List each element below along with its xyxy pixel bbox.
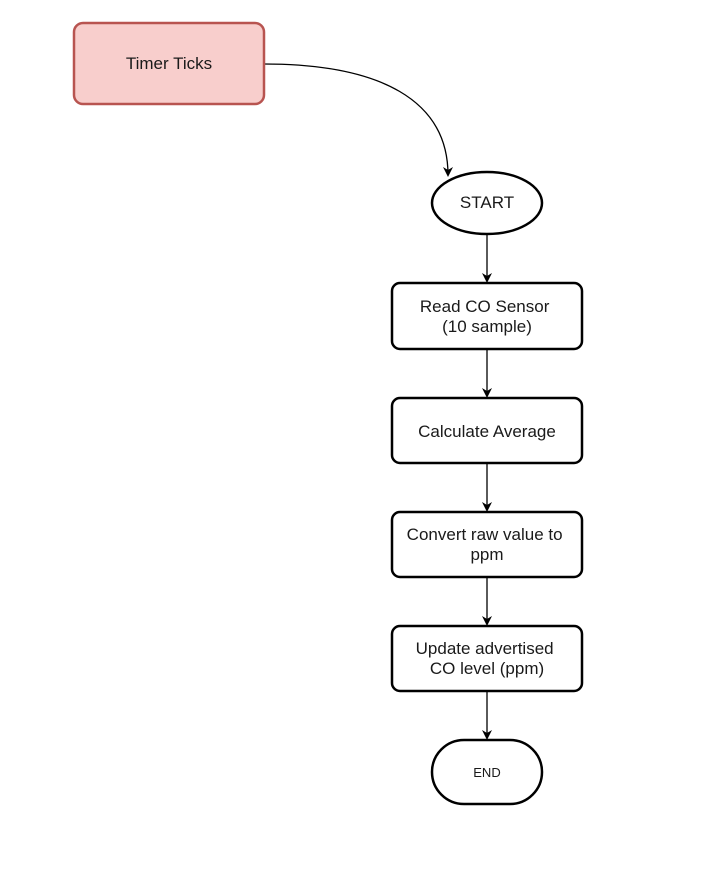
timer-ticks-node[interactable]: Timer Ticks — [72, 21, 266, 106]
start-label: START — [460, 193, 514, 212]
read-co-sensor-line2: (10 sample) — [442, 317, 532, 336]
read-co-sensor-label: Read CO Sensor (10 sample) — [420, 297, 554, 336]
timer-ticks-box — [72, 21, 266, 106]
convert-raw-value-label: Convert raw value to ppm — [407, 525, 568, 564]
read-co-sensor-line1: Read CO Sensor — [420, 297, 550, 316]
timer-ticks-label: Timer Ticks — [126, 54, 212, 73]
calculate-average-node[interactable]: Calculate Average — [390, 396, 584, 465]
end-label: END — [473, 765, 500, 780]
convert-raw-value-line2: ppm — [470, 545, 503, 564]
calculate-average-label: Calculate Average — [418, 422, 556, 441]
update-advertised-node[interactable]: Update advertised CO level (ppm) — [390, 624, 584, 693]
start-node[interactable]: START — [430, 170, 544, 236]
convert-raw-value-box — [390, 510, 584, 579]
read-co-sensor-box — [390, 281, 584, 351]
calculate-average-box — [390, 396, 584, 465]
convert-raw-value-node[interactable]: Convert raw value to ppm — [390, 510, 584, 579]
convert-raw-value-line1: Convert raw value to — [407, 525, 563, 544]
update-advertised-line2: CO level (ppm) — [430, 659, 544, 678]
update-advertised-line1: Update advertised — [416, 639, 554, 658]
end-terminator — [430, 738, 544, 806]
edge-timer-to-start — [263, 63, 453, 177]
update-advertised-box — [390, 624, 584, 693]
update-advertised-label: Update advertised CO level (ppm) — [416, 639, 559, 678]
start-ellipse — [430, 170, 544, 236]
read-co-sensor-node[interactable]: Read CO Sensor (10 sample) — [390, 281, 584, 351]
end-node[interactable]: END — [430, 738, 544, 806]
